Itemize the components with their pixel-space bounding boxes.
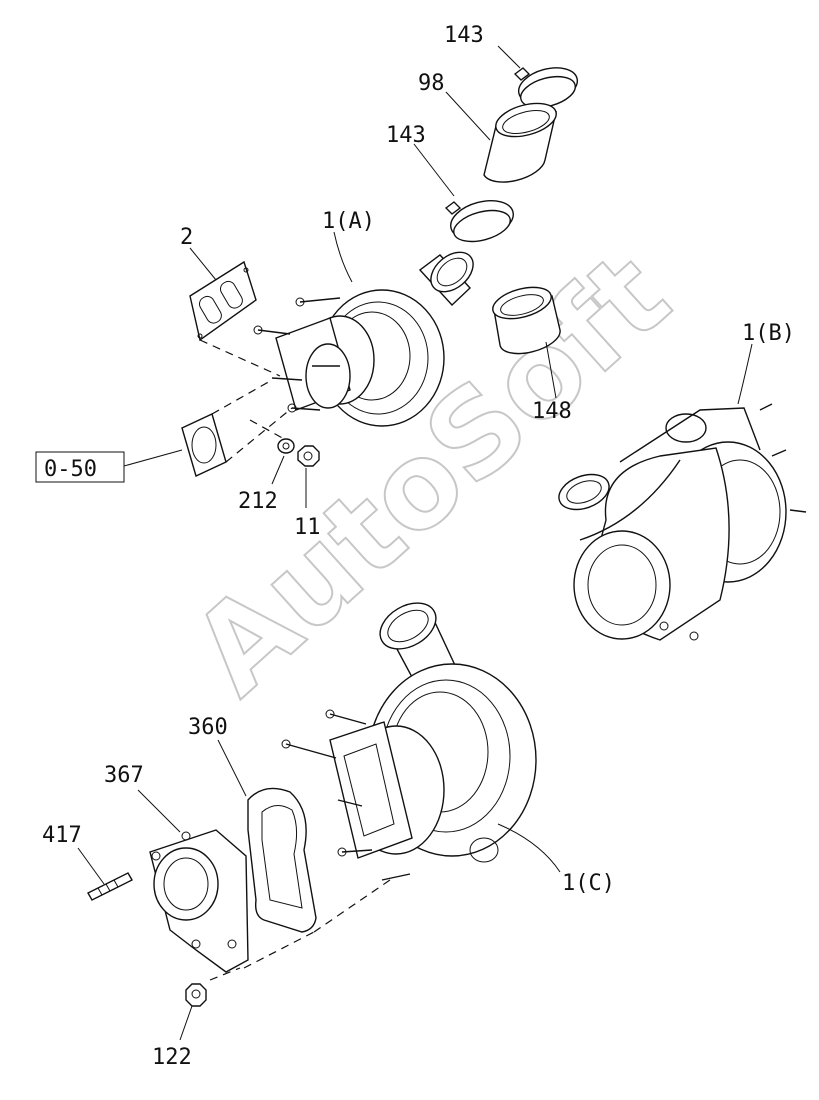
callout-143-middle: 143 xyxy=(386,123,426,148)
callout-1b: 1(B) xyxy=(742,321,795,346)
callout-212: 212 xyxy=(238,489,278,514)
turbocharger-c xyxy=(281,602,537,881)
turbocharger-b xyxy=(558,403,807,641)
washer-212 xyxy=(277,438,295,454)
leader-lines xyxy=(77,45,753,1041)
callout-122: 122 xyxy=(152,1045,192,1070)
callout-148: 148 xyxy=(532,399,572,424)
nut-11 xyxy=(297,445,320,467)
callout-0-50: 0-50 xyxy=(44,457,97,482)
callout-143-top: 143 xyxy=(444,23,484,48)
callout-2: 2 xyxy=(180,225,193,250)
callout-98: 98 xyxy=(418,71,445,96)
callout-1a: 1(A) xyxy=(322,209,375,234)
sleeve-148 xyxy=(492,286,561,355)
gasket-0-50 xyxy=(181,413,227,477)
stud-417 xyxy=(87,872,133,901)
callout-360: 360 xyxy=(188,715,228,740)
hose-clamp-top xyxy=(513,67,579,109)
nut-122 xyxy=(185,983,207,1007)
callout-367: 367 xyxy=(104,763,144,788)
callout-417: 417 xyxy=(42,823,82,848)
hose-clamp-middle xyxy=(444,200,514,243)
reference-box xyxy=(35,451,125,483)
gasket-2 xyxy=(189,260,257,342)
callout-11: 11 xyxy=(294,515,321,540)
callout-1c: 1(C) xyxy=(562,871,615,896)
gasket-360 xyxy=(247,787,317,933)
intake-sleeve xyxy=(483,102,557,183)
turbocharger-a xyxy=(253,251,474,427)
outlet-elbow-367 xyxy=(149,829,249,973)
